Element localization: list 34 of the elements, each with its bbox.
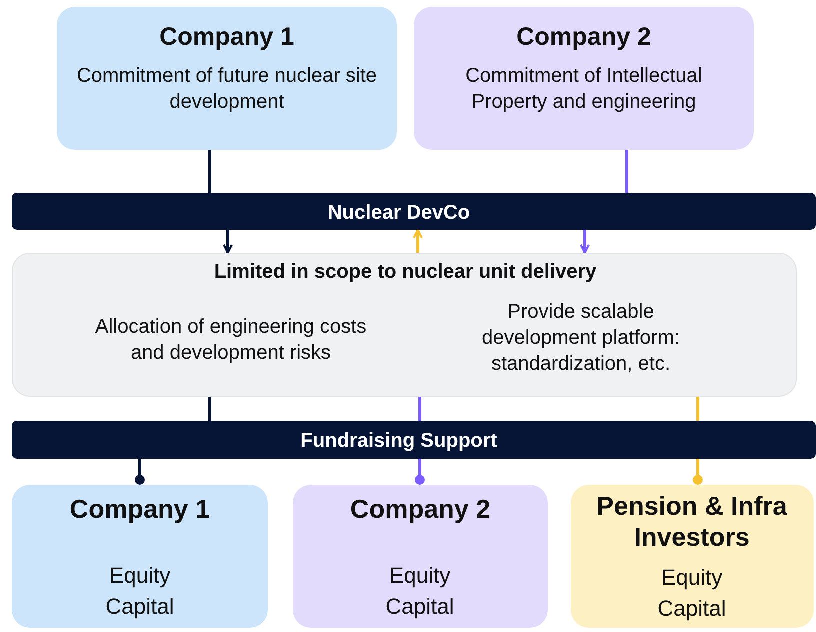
arrow (413, 229, 423, 253)
connector-line (208, 150, 212, 193)
connector-line (135, 459, 145, 485)
node-text: Commitment of Intellectual Property and engineering (464, 64, 704, 115)
investor-box (12, 485, 268, 628)
connector-line (415, 459, 425, 485)
node-title: Nuclear DevCo (326, 201, 472, 226)
connector-line (208, 397, 212, 421)
node-text: Equity Capital (384, 562, 456, 621)
connector-line (626, 150, 628, 193)
connector-line (418, 397, 422, 421)
node-title: Company 1 (158, 22, 296, 53)
scope-box (12, 253, 797, 397)
node-text: Commitment of future nuclear site development (76, 64, 378, 115)
node-text: Equity Capital (656, 564, 728, 623)
node-text: Equity Capital (104, 562, 176, 621)
stakeholder-box (57, 7, 397, 150)
node-title: Limited in scope to nuclear unit delivery (213, 260, 598, 285)
support-band (12, 421, 816, 459)
arrow (580, 230, 590, 254)
node-text: Allocation of engineering costs and development risks (94, 315, 368, 366)
node-title: Company 1 (68, 493, 212, 526)
node-title: Company 2 (349, 493, 492, 526)
connector-line (693, 459, 703, 485)
connector-line (696, 397, 700, 421)
entity-band (12, 193, 816, 230)
node-title: Company 2 (516, 22, 652, 53)
investor-box (293, 485, 548, 628)
stakeholder-box (414, 7, 754, 150)
arrow (223, 230, 233, 254)
node-title: Pension & Infra Investors (596, 491, 788, 554)
investor-box (571, 485, 814, 628)
node-text: Provide scalable development platform: standardization, etc. (481, 300, 681, 377)
node-title: Fundraising Support (300, 429, 498, 454)
